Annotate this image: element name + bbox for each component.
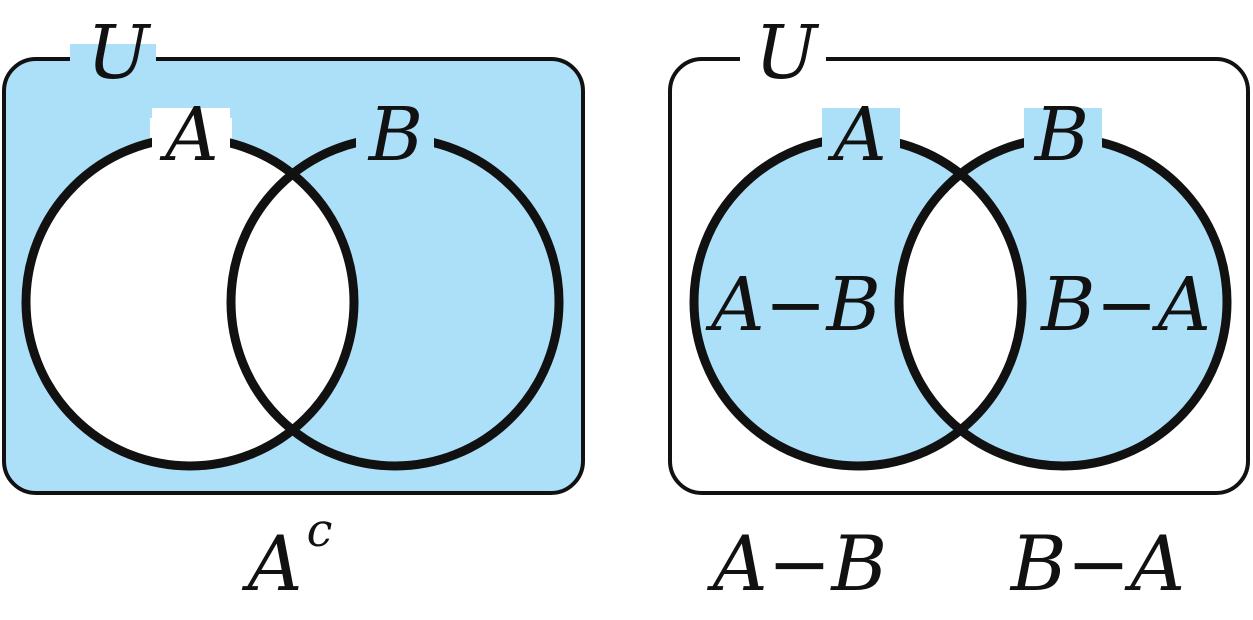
region-label-a-minus-b: A−B [705, 262, 881, 348]
caption-complement: Ac [242, 503, 333, 608]
universe-label-2: U [755, 10, 820, 96]
set-a-label-2: A [827, 92, 886, 178]
intersection-region-2 [899, 138, 1022, 466]
universe-label-1: U [87, 10, 152, 96]
set-a-label-1: A [159, 92, 218, 178]
panel-complement: U A B Ac [2, 10, 585, 608]
set-a-region-1 [26, 138, 354, 466]
region-label-b-minus-a: B−A [1039, 262, 1211, 348]
caption-a-minus-b: A−B [707, 519, 887, 608]
caption-b-minus-a: B−A [1009, 519, 1185, 608]
panel-differences: U A B A−B B−A A−B B−A [668, 10, 1250, 608]
set-b-label-1: B [367, 92, 423, 178]
set-b-label-2: B [1033, 92, 1089, 178]
